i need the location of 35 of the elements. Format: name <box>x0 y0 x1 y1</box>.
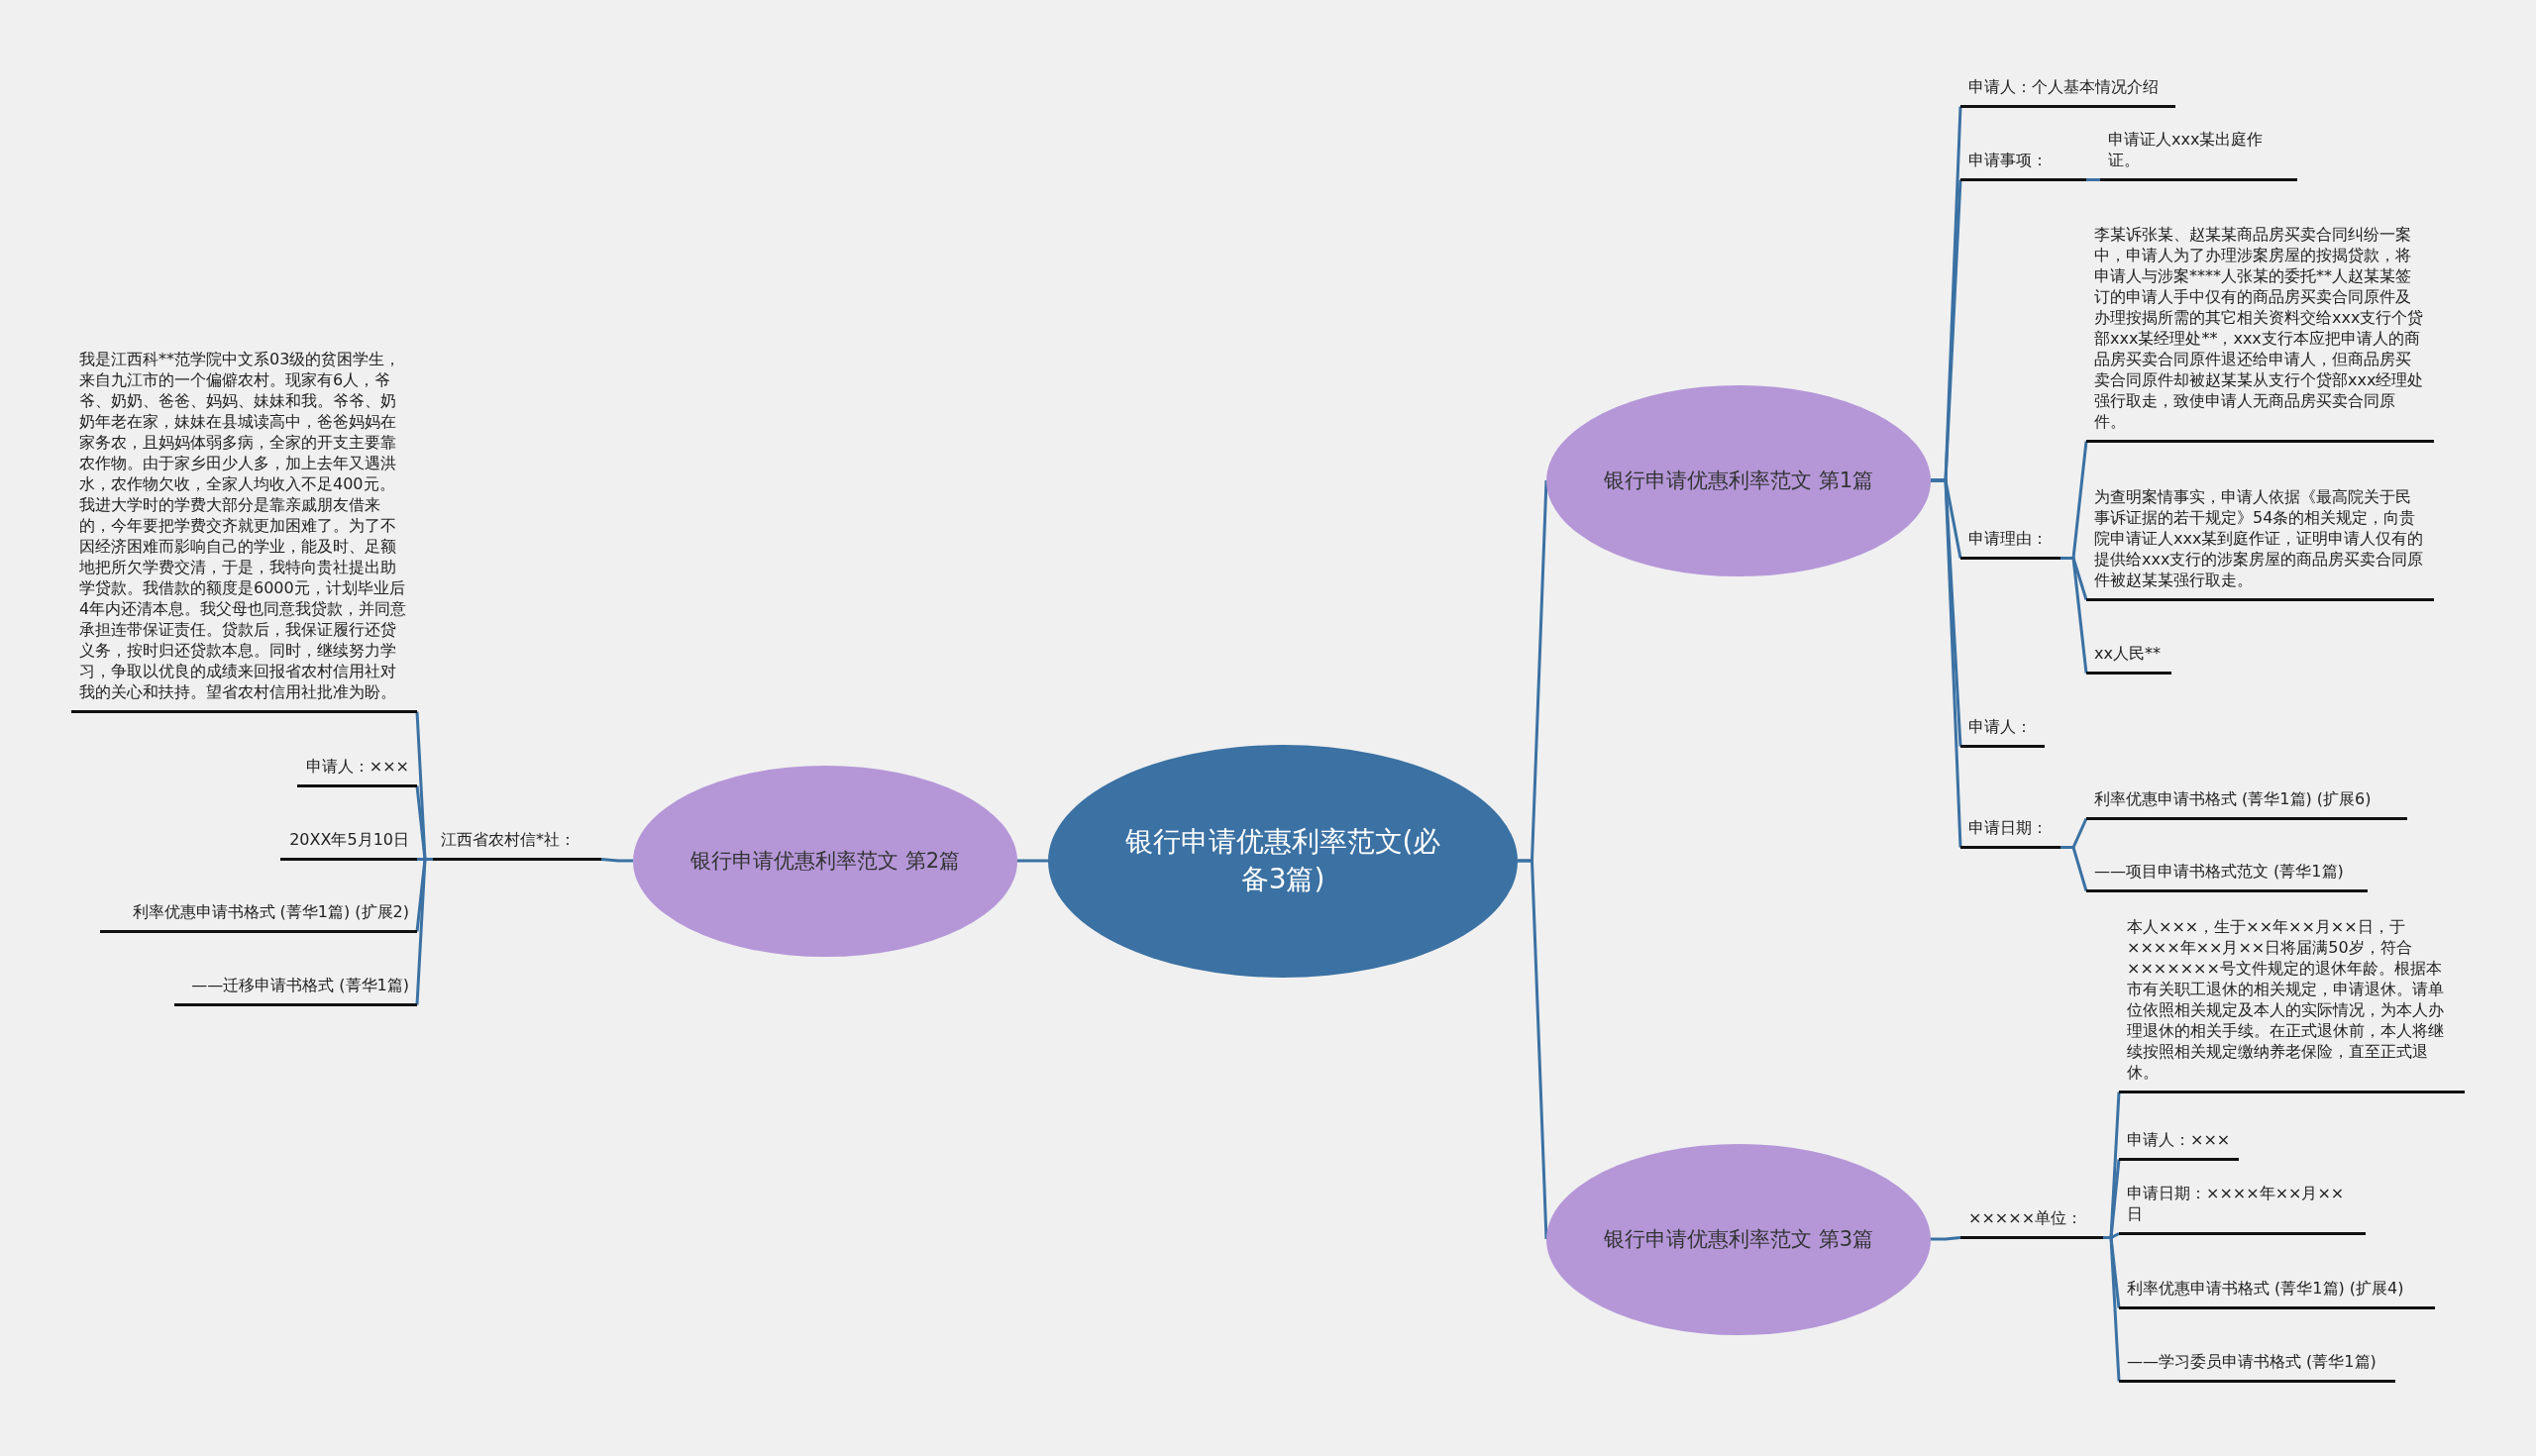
topic-label: 本人×××，生于××年××月××日，于××××年××月××日将届满50岁，符合×××××××号文件规定的退休年龄。根据本市有关职工退休的相关规定，申请退休。请单位依照相关规定及本人的实际情况，为本人办理退休的相关手续。在正式退休前，本人将继续按照相关规定缴纳养老保险，直至正式退休。 <box>2119 916 2465 1093</box>
topic-label: 我是江西科**范学院中文系03级的贫困学生，来自九江市的一个偏僻农村。现家有6人，爷爷、奶奶、爸爸、妈妈、妹妹和我。爷爷、奶奶年老在家，妹妹在县城读高中，爸爸妈妈在家务农，且妈妈体弱多病，全家的开支主要靠农作物。由于家乡田少人多，加上去年又遇洪水，农作物欠收，全家人均收入不足400元。我进大学时的学费大部分是靠亲戚朋友借来的，今年要把学费交齐就更加困难了。为了不因经济困难而影响自己的学业，能及时、足额地把所欠学费交清，于是，我特向贵社提出助学贷款。我借款的额度是6000元，计划毕业后4年内还清本息。我父母也同意我贷款，并同意承担连带保证责任。贷款后，我保证履行还贷义务，按时归还贷款本息。同时，继续努力学习，争取以优良的成绩来回报省农村信用社对我的关心和扶持。望省农村信用社批准为盼。 <box>71 349 417 713</box>
connector-line <box>1017 859 1048 863</box>
topic-label: 申请人： <box>1960 716 2045 748</box>
topic-label: ——项目申请书格式范文 (菁华1篇) <box>2086 861 2368 892</box>
topic-ellipse: 银行申请优惠利率范文 第1篇 <box>1546 384 1931 576</box>
topic-label: 申请人：××× <box>297 756 417 787</box>
topic-ellipse: 银行申请优惠利率范文 第3篇 <box>1546 1143 1931 1335</box>
topic-label: xx人民** <box>2086 643 2171 675</box>
connector-line <box>1931 1236 1961 1241</box>
connector-line <box>2060 846 2088 891</box>
topic-label: ——迁移申请书格式 (菁华1篇) <box>174 975 417 1006</box>
topic-label: 为查明案情事实，申请人依据《最高院关于民事诉证据的若干规定》54条的相关规定，向贵院申请证人xxx某到庭作证，证明申请人仅有的提供给xxx支行的涉案房屋的商品房买卖合同原件被赵某某强行取走。 <box>2086 486 2434 601</box>
topic-label: 申请日期：××××年××月××日 <box>2119 1183 2366 1235</box>
topic-label: 利率优惠申请书格式 (菁华1篇) (扩展4) <box>2119 1278 2435 1309</box>
connector-line <box>600 858 633 863</box>
topic-label: 李某诉张某、赵某某商品房买卖合同纠纷一案中，申请人为了办理涉案房屋的按揭贷款，将申请人与涉案****人张某的委托**人赵某某签订的申请人手中仅有的商品房买卖合同原件及办理按揭所需的其它相关资料交给xxx支行个贷部xxx某经理处**，xxx支行本应把申请人的商品房买卖合同原件退还给申请人，但商品房买卖合同原件却被赵某某从支行个贷部xxx经理处强行取走，致使申请人无商品房买卖合同原件。 <box>2086 224 2434 443</box>
topic-label: ×××××单位： <box>1960 1207 2103 1239</box>
connector-line <box>1931 478 1962 848</box>
connector-line <box>1518 859 1548 1240</box>
topic-label: 申请理由： <box>1960 528 2060 560</box>
topic-label: 申请人：个人基本情况介绍 <box>1960 76 2175 108</box>
topic-label: ——学习委员申请书格式 (菁华1篇) <box>2119 1351 2395 1383</box>
topic-ellipse: 银行申请优惠利率范文 第2篇 <box>633 765 1017 957</box>
topic-label: 申请日期： <box>1960 817 2060 849</box>
topic-label: 江西省农村信*社： <box>433 829 601 861</box>
topic-label: 利率优惠申请书格式 (菁华1篇) (扩展2) <box>100 901 417 933</box>
topic-label: 申请证人xxx某出庭作证。 <box>2100 129 2297 181</box>
topic-label: 利率优惠申请书格式 (菁华1篇) (扩展6) <box>2086 788 2407 820</box>
topic-label: 申请人：××× <box>2119 1129 2239 1161</box>
topic-ellipse: 银行申请优惠利率范文(必备3篇) <box>1048 744 1518 978</box>
topic-label: 20XX年5月10日 <box>280 829 417 861</box>
connector-line <box>2086 178 2100 181</box>
connector-line <box>2060 557 2088 674</box>
topic-label: 申请事项： <box>1960 150 2086 181</box>
